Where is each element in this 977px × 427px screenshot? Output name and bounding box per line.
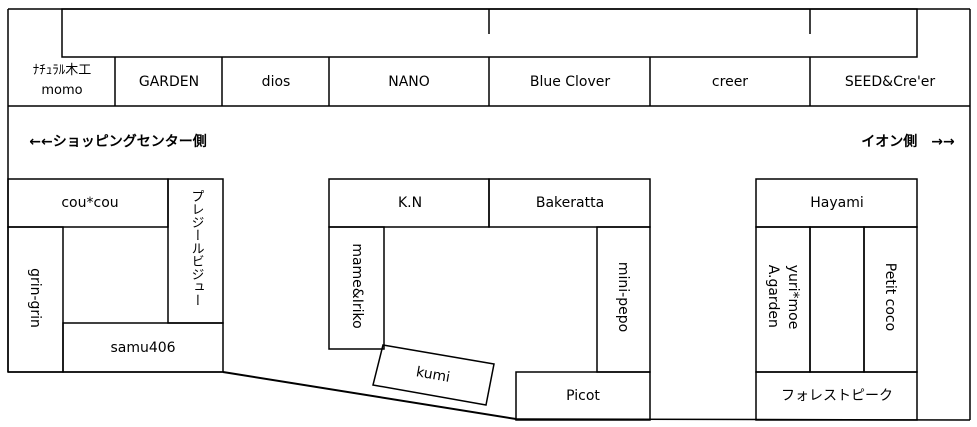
store-dios: dios [261, 74, 291, 90]
store-kn: K.N [397, 195, 423, 211]
store-samu: samu406 [110, 340, 176, 356]
store-forest: フォレストピーク [781, 388, 893, 404]
store-seed: SEED&Cre'er [844, 74, 936, 90]
store-mame: mame&Iriko [349, 243, 365, 329]
store-minipepo: mini-pepo [615, 261, 631, 333]
box-grin [7, 226, 64, 373]
store-blue-clover: Blue Clover [529, 74, 611, 90]
store-picot: Picot [566, 388, 600, 404]
box-picot [515, 371, 651, 421]
box-bakeratta [488, 178, 651, 228]
store-momo-label: momo [41, 83, 83, 98]
store-natural-momo: ﾅﾁｭﾗﾙ木工 momo [33, 61, 92, 101]
direction-left: ←←ショッピングセンター側 [29, 134, 207, 150]
box-samu [62, 322, 224, 373]
box-forest [755, 371, 918, 421]
store-natural-label: ﾅﾁｭﾗﾙ木工 [32, 62, 92, 78]
direction-right: イオン側 →→ [861, 134, 955, 150]
store-coucou: cou*cou [61, 195, 119, 211]
store-nano: NANO [388, 74, 430, 90]
store-yuri-agarden: yuri*moe A.garden [765, 264, 801, 330]
store-hayami: Hayami [810, 195, 864, 211]
outer-wall-diagonal [222, 371, 517, 420]
store-bakeratta: Bakeratta [535, 195, 605, 211]
box-kumi [372, 344, 495, 406]
store-preciel: プレジールビジュー [188, 189, 204, 307]
box-middle-empty [809, 226, 865, 373]
store-grin: grin-grin [27, 268, 43, 328]
box-mame [328, 226, 385, 350]
store-yuri-label: yuri*moe [785, 264, 801, 330]
store-creer: creer [711, 74, 749, 90]
store-agarden-label: A.garden [765, 264, 781, 328]
store-petit: Petit coco [882, 262, 898, 332]
store-garden: GARDEN [138, 74, 200, 90]
